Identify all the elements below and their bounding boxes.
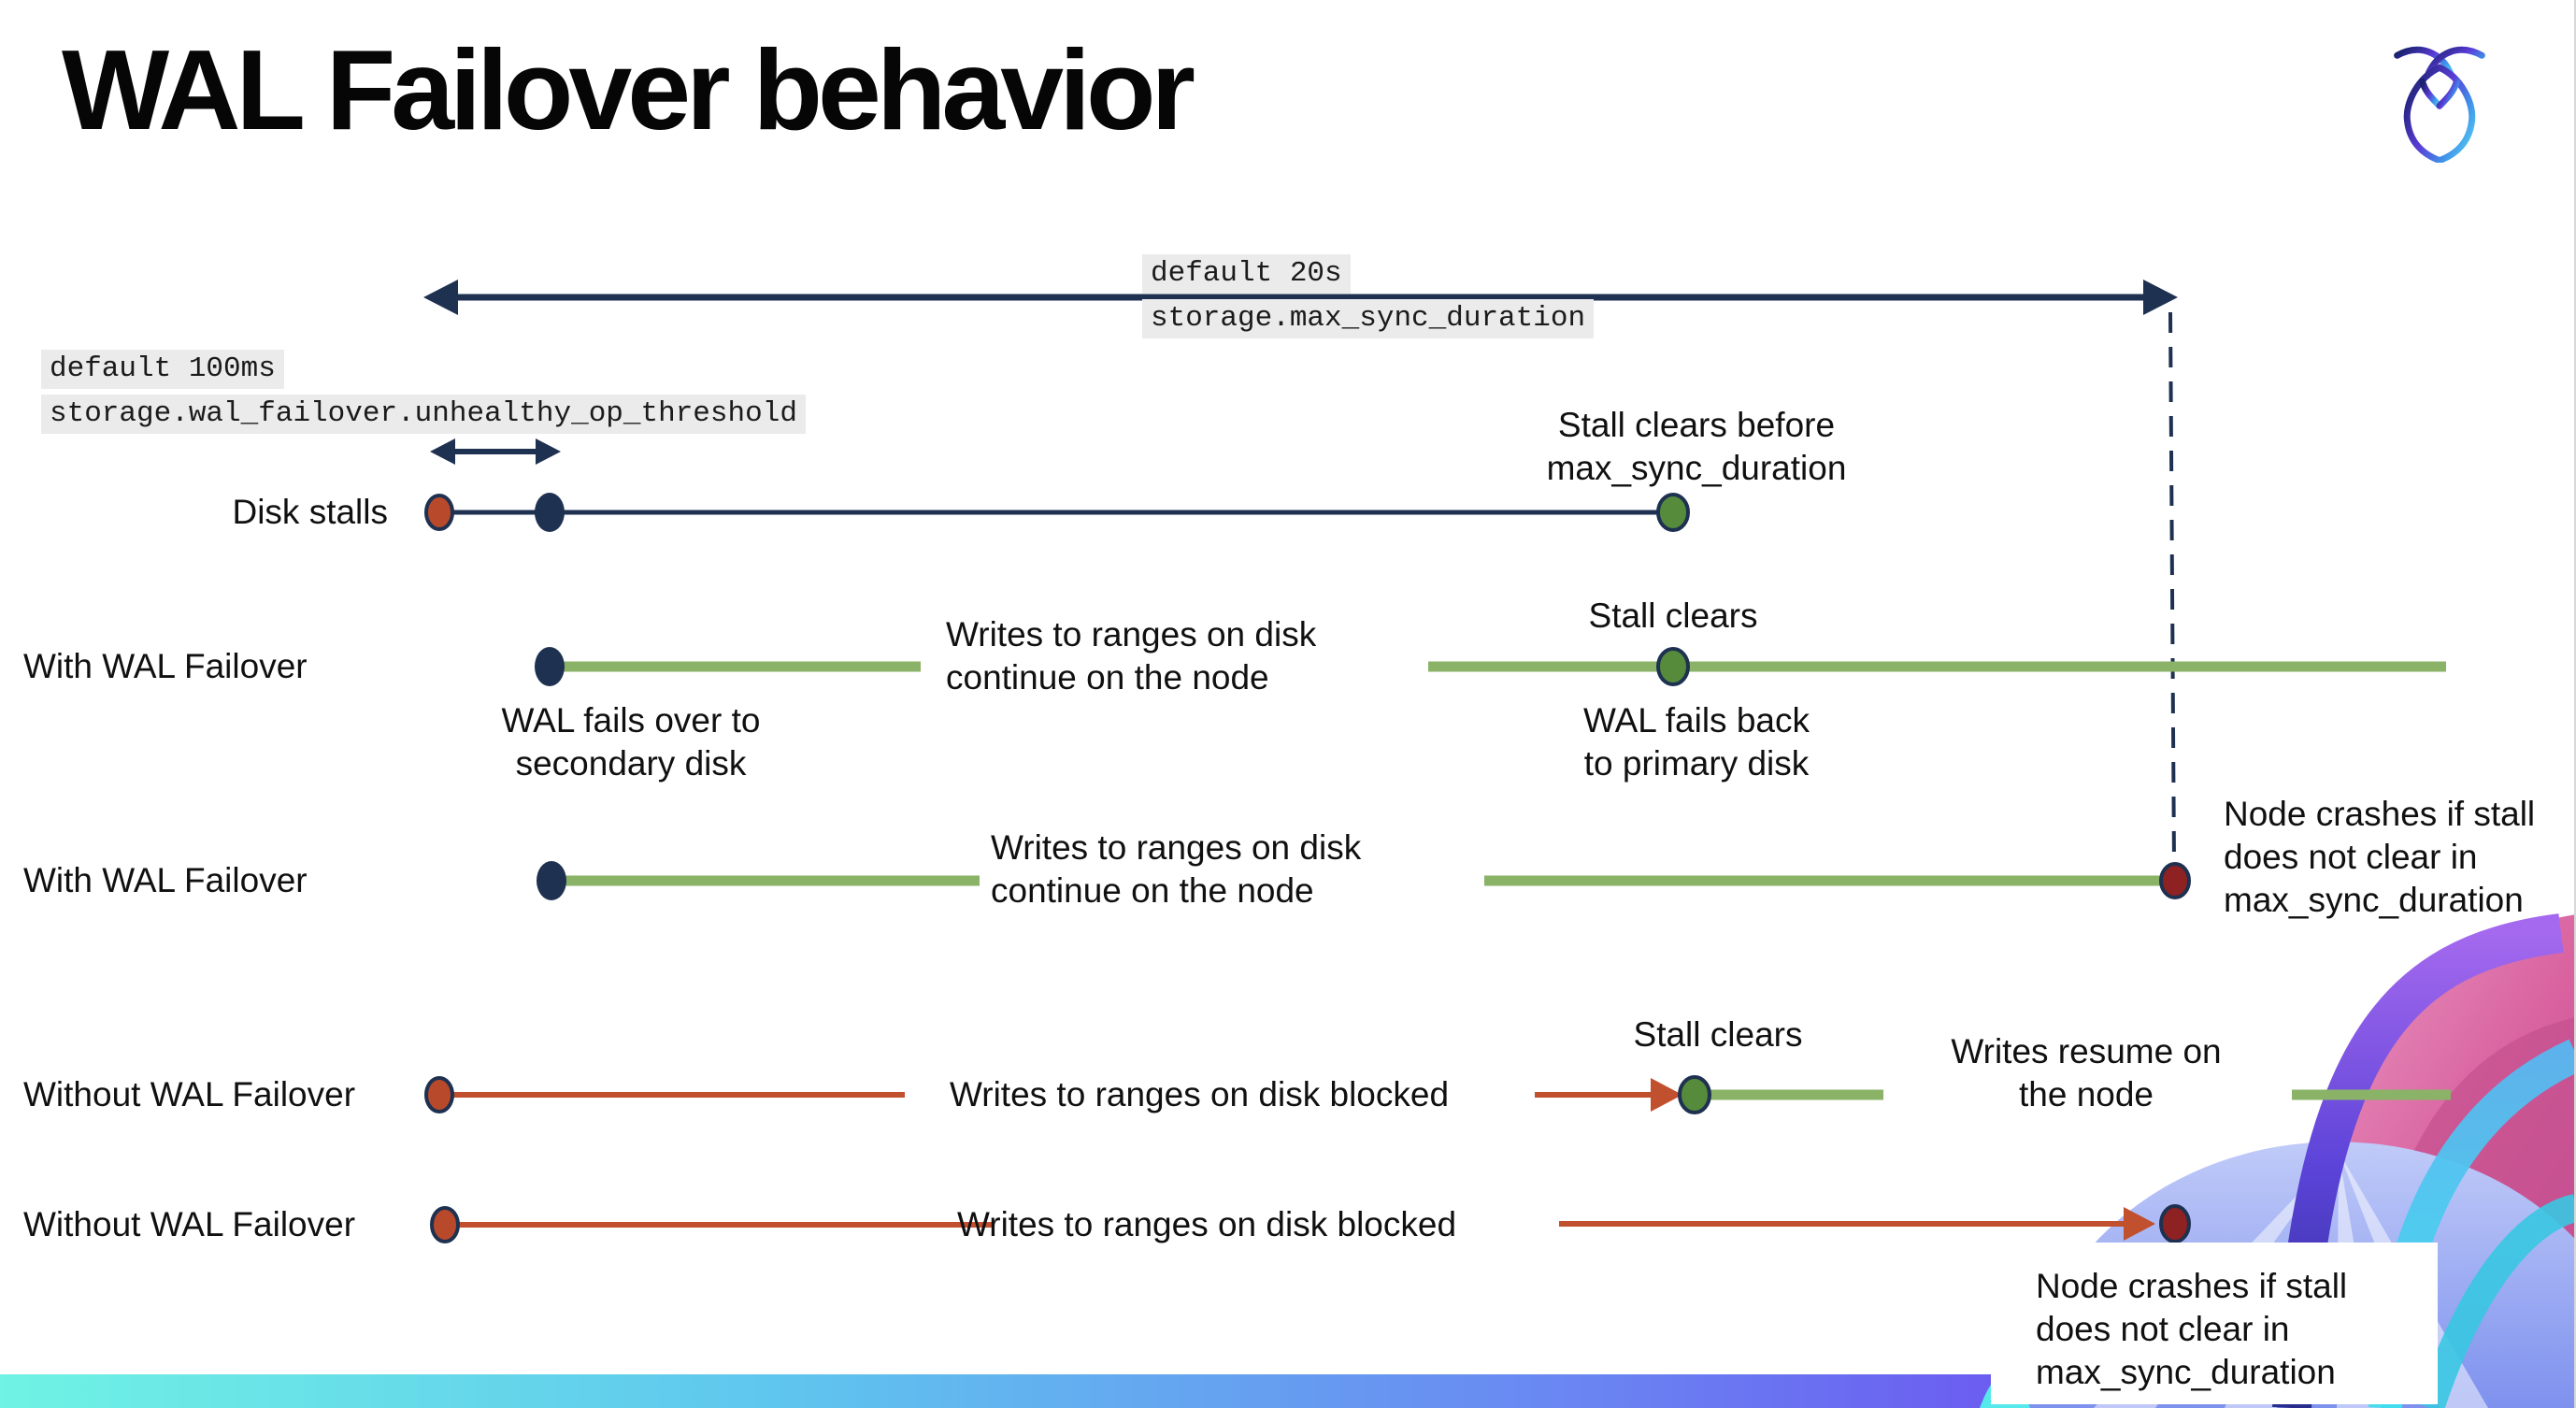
max-sync-deadline-dashed-line	[2168, 311, 2176, 867]
max-sync-duration-label: default 20s storage.max_sync_duration	[1142, 254, 1595, 338]
annotation-wal-fails-back: WAL fails back to primary disk	[1583, 701, 1810, 783]
wal1-stall-clear-dot	[1656, 647, 1690, 686]
node-crash-callout-box: Node crashes if stall does not clear in …	[1991, 1243, 2438, 1404]
annotation-wal-fails-over: WAL fails over to secondary disk	[501, 701, 761, 783]
wal1-failover-dot	[535, 647, 565, 686]
max-sync-setting-text: storage.max_sync_duration	[1142, 299, 1595, 338]
nowal1-red-arrow	[1535, 1078, 1682, 1112]
page-title: WAL Failover behavior	[62, 26, 1195, 153]
annotation-writes-resume: Writes resume on the node	[1951, 1032, 2222, 1113]
annotation-node-crashes-1: Node crashes if stall does not clear in …	[2224, 795, 2536, 919]
nowal2-red-arrow	[1559, 1207, 2155, 1241]
art-teal-arc-inner	[2416, 1194, 2574, 1408]
row-label-without-wal-1: Without WAL Failover	[23, 1075, 356, 1113]
row-label-with-wal-1: With WAL Failover	[23, 647, 308, 685]
annotation-writes-blocked-2: Writes to ranges on disk blocked	[957, 1205, 1457, 1243]
wal2-crash-dot	[2159, 862, 2191, 899]
cockroachdb-logo-icon	[2394, 46, 2485, 163]
unhealthy-op-setting-text: storage.wal_failover.unhealthy_op_thresh…	[41, 395, 806, 434]
row-label-disk-stalls: Disk stalls	[232, 493, 388, 531]
annotation-stall-clears-2: Stall clears	[1633, 1015, 1803, 1054]
disk-stall-threshold-dot	[535, 493, 565, 532]
annotation-writes-continue-2: Writes to ranges on disk continue on the…	[991, 828, 1362, 910]
annotation-writes-blocked-1: Writes to ranges on disk blocked	[950, 1075, 1450, 1113]
annotation-stall-clears-before: Stall clears before max_sync_duration	[1546, 406, 1847, 487]
annotation-node-crashes-2: Node crashes if stall does not clear in …	[2036, 1267, 2348, 1391]
max-sync-default-text: default 20s	[1142, 254, 1351, 294]
annotation-stall-clears-1: Stall clears	[1588, 596, 1758, 635]
nowal2-stall-dot	[430, 1206, 460, 1243]
nowal2-crash-dot	[2159, 1204, 2191, 1243]
unhealthy-op-default-text: default 100ms	[41, 350, 284, 389]
row-label-with-wal-2: With WAL Failover	[23, 861, 308, 899]
unhealthy-op-threshold-arrow	[430, 438, 561, 465]
wal2-failover-dot	[537, 861, 566, 900]
unhealthy-op-threshold-label: default 100ms storage.wal_failover.unhea…	[41, 350, 806, 434]
nowal1-clear-dot	[1678, 1075, 1711, 1114]
annotation-writes-continue-1: Writes to ranges on disk continue on the…	[946, 615, 1317, 697]
disk-stall-start-dot	[424, 494, 454, 531]
nowal1-stall-dot	[424, 1076, 454, 1113]
disk-stall-clear-dot	[1656, 493, 1690, 532]
row-label-without-wal-2: Without WAL Failover	[23, 1205, 356, 1243]
